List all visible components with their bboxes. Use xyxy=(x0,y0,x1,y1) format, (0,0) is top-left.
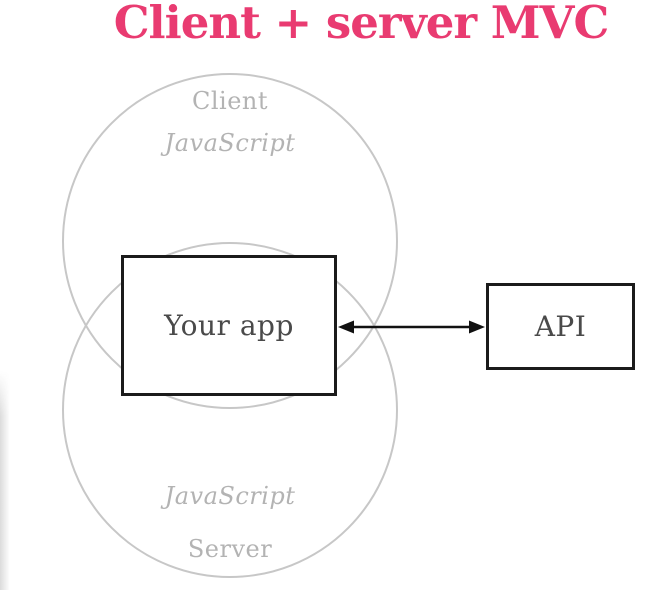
client-language-label: JavaScript xyxy=(164,129,296,157)
your-app-label: Your app xyxy=(164,309,294,342)
api-label: API xyxy=(534,310,587,343)
slide-title: Client + server MVC xyxy=(113,0,610,49)
server-circle-label: Server xyxy=(187,535,273,563)
client-circle-label: Client xyxy=(191,87,269,115)
left-edge-shadow xyxy=(0,371,10,590)
api-box: API xyxy=(486,283,635,370)
your-app-box: Your app xyxy=(121,255,337,396)
server-language-label: JavaScript xyxy=(164,482,296,510)
